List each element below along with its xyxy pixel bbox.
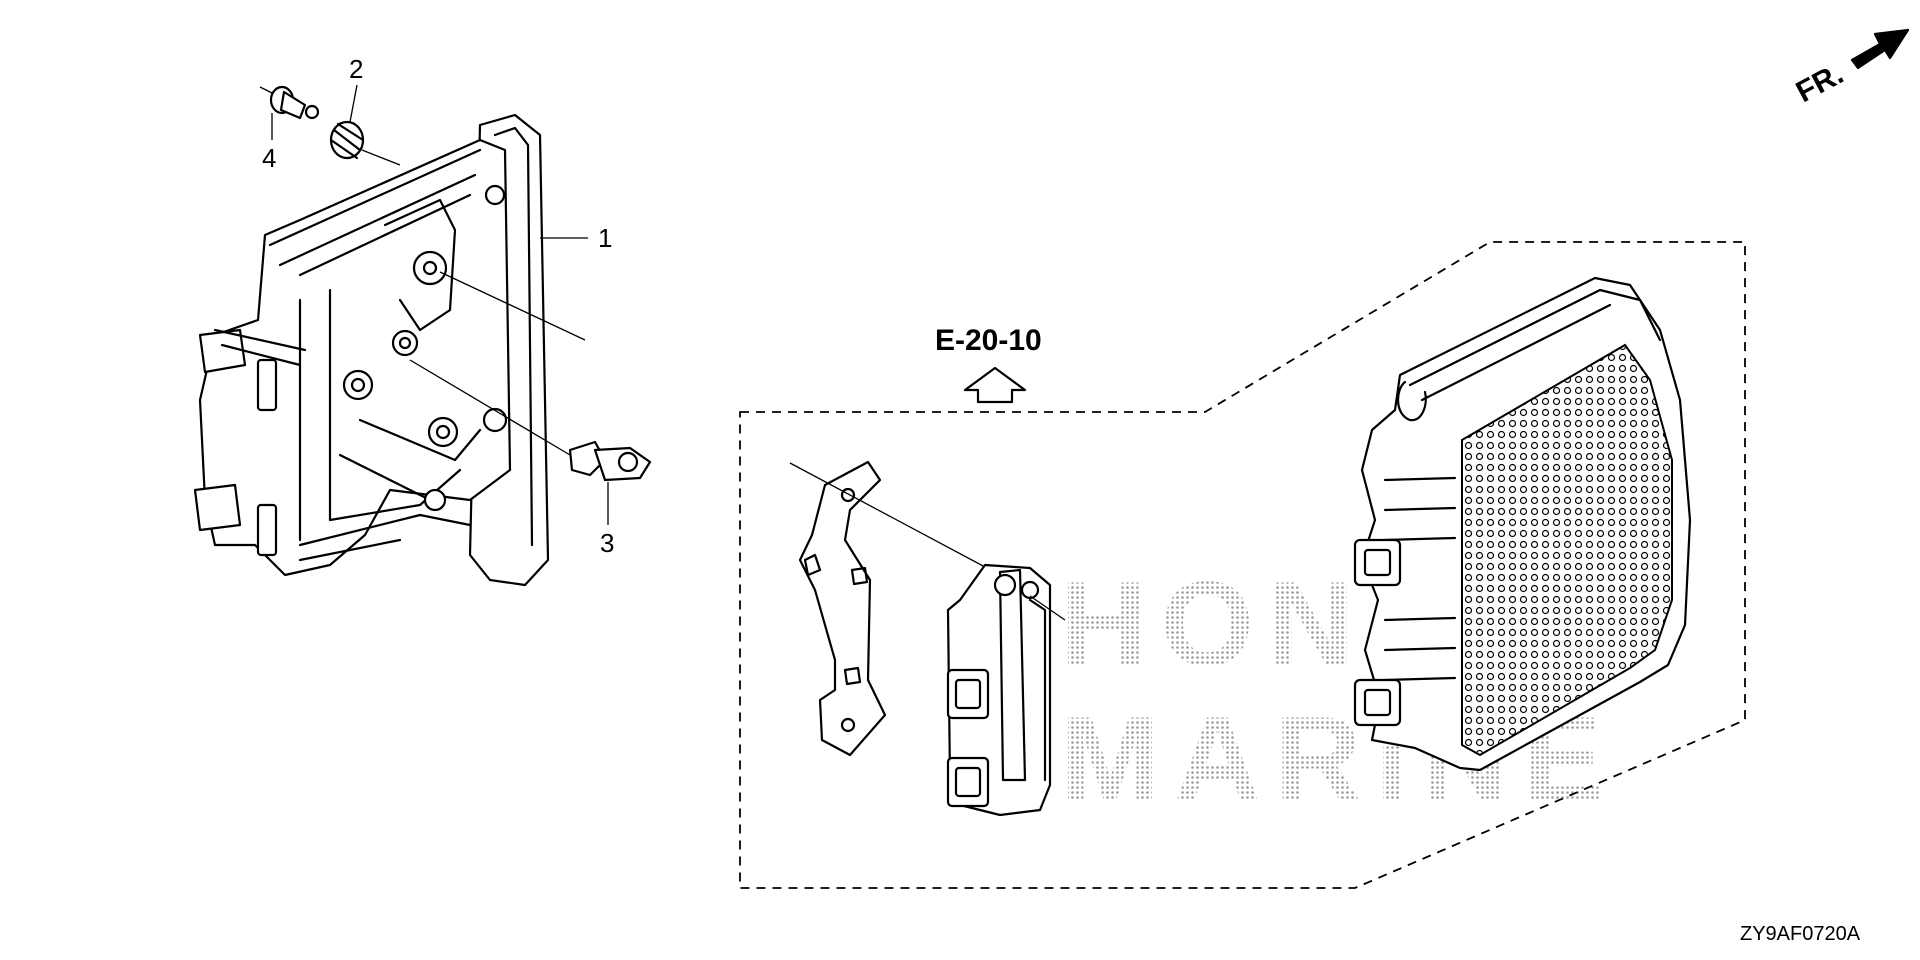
front-direction-label: FR. — [1791, 57, 1849, 109]
control-module-part — [946, 563, 1066, 817]
leader-2 — [349, 84, 358, 123]
reference-label: E-20-10 — [935, 324, 1042, 357]
callout-2: 2 — [349, 54, 363, 84]
pin-part — [259, 85, 320, 120]
grommet-part — [329, 120, 401, 166]
callout-3: 3 — [600, 528, 614, 558]
callout-1: 1 — [598, 223, 612, 253]
drawing-code: ZY9AF0720A — [1740, 923, 1861, 945]
reference-arrow-icon — [963, 366, 1027, 404]
assembly-boundary — [739, 241, 1746, 889]
mounting-plate-part — [789, 460, 1001, 757]
bracket-housing-part — [193, 113, 550, 587]
front-direction-indicator: FR. — [1791, 28, 1910, 109]
callout-4: 4 — [262, 143, 276, 173]
clip-part — [409, 359, 652, 482]
cover-vent-grid — [1461, 343, 1673, 757]
cover-part — [1353, 276, 1692, 772]
front-arrow-icon — [1850, 28, 1910, 70]
leader-line — [439, 271, 586, 341]
